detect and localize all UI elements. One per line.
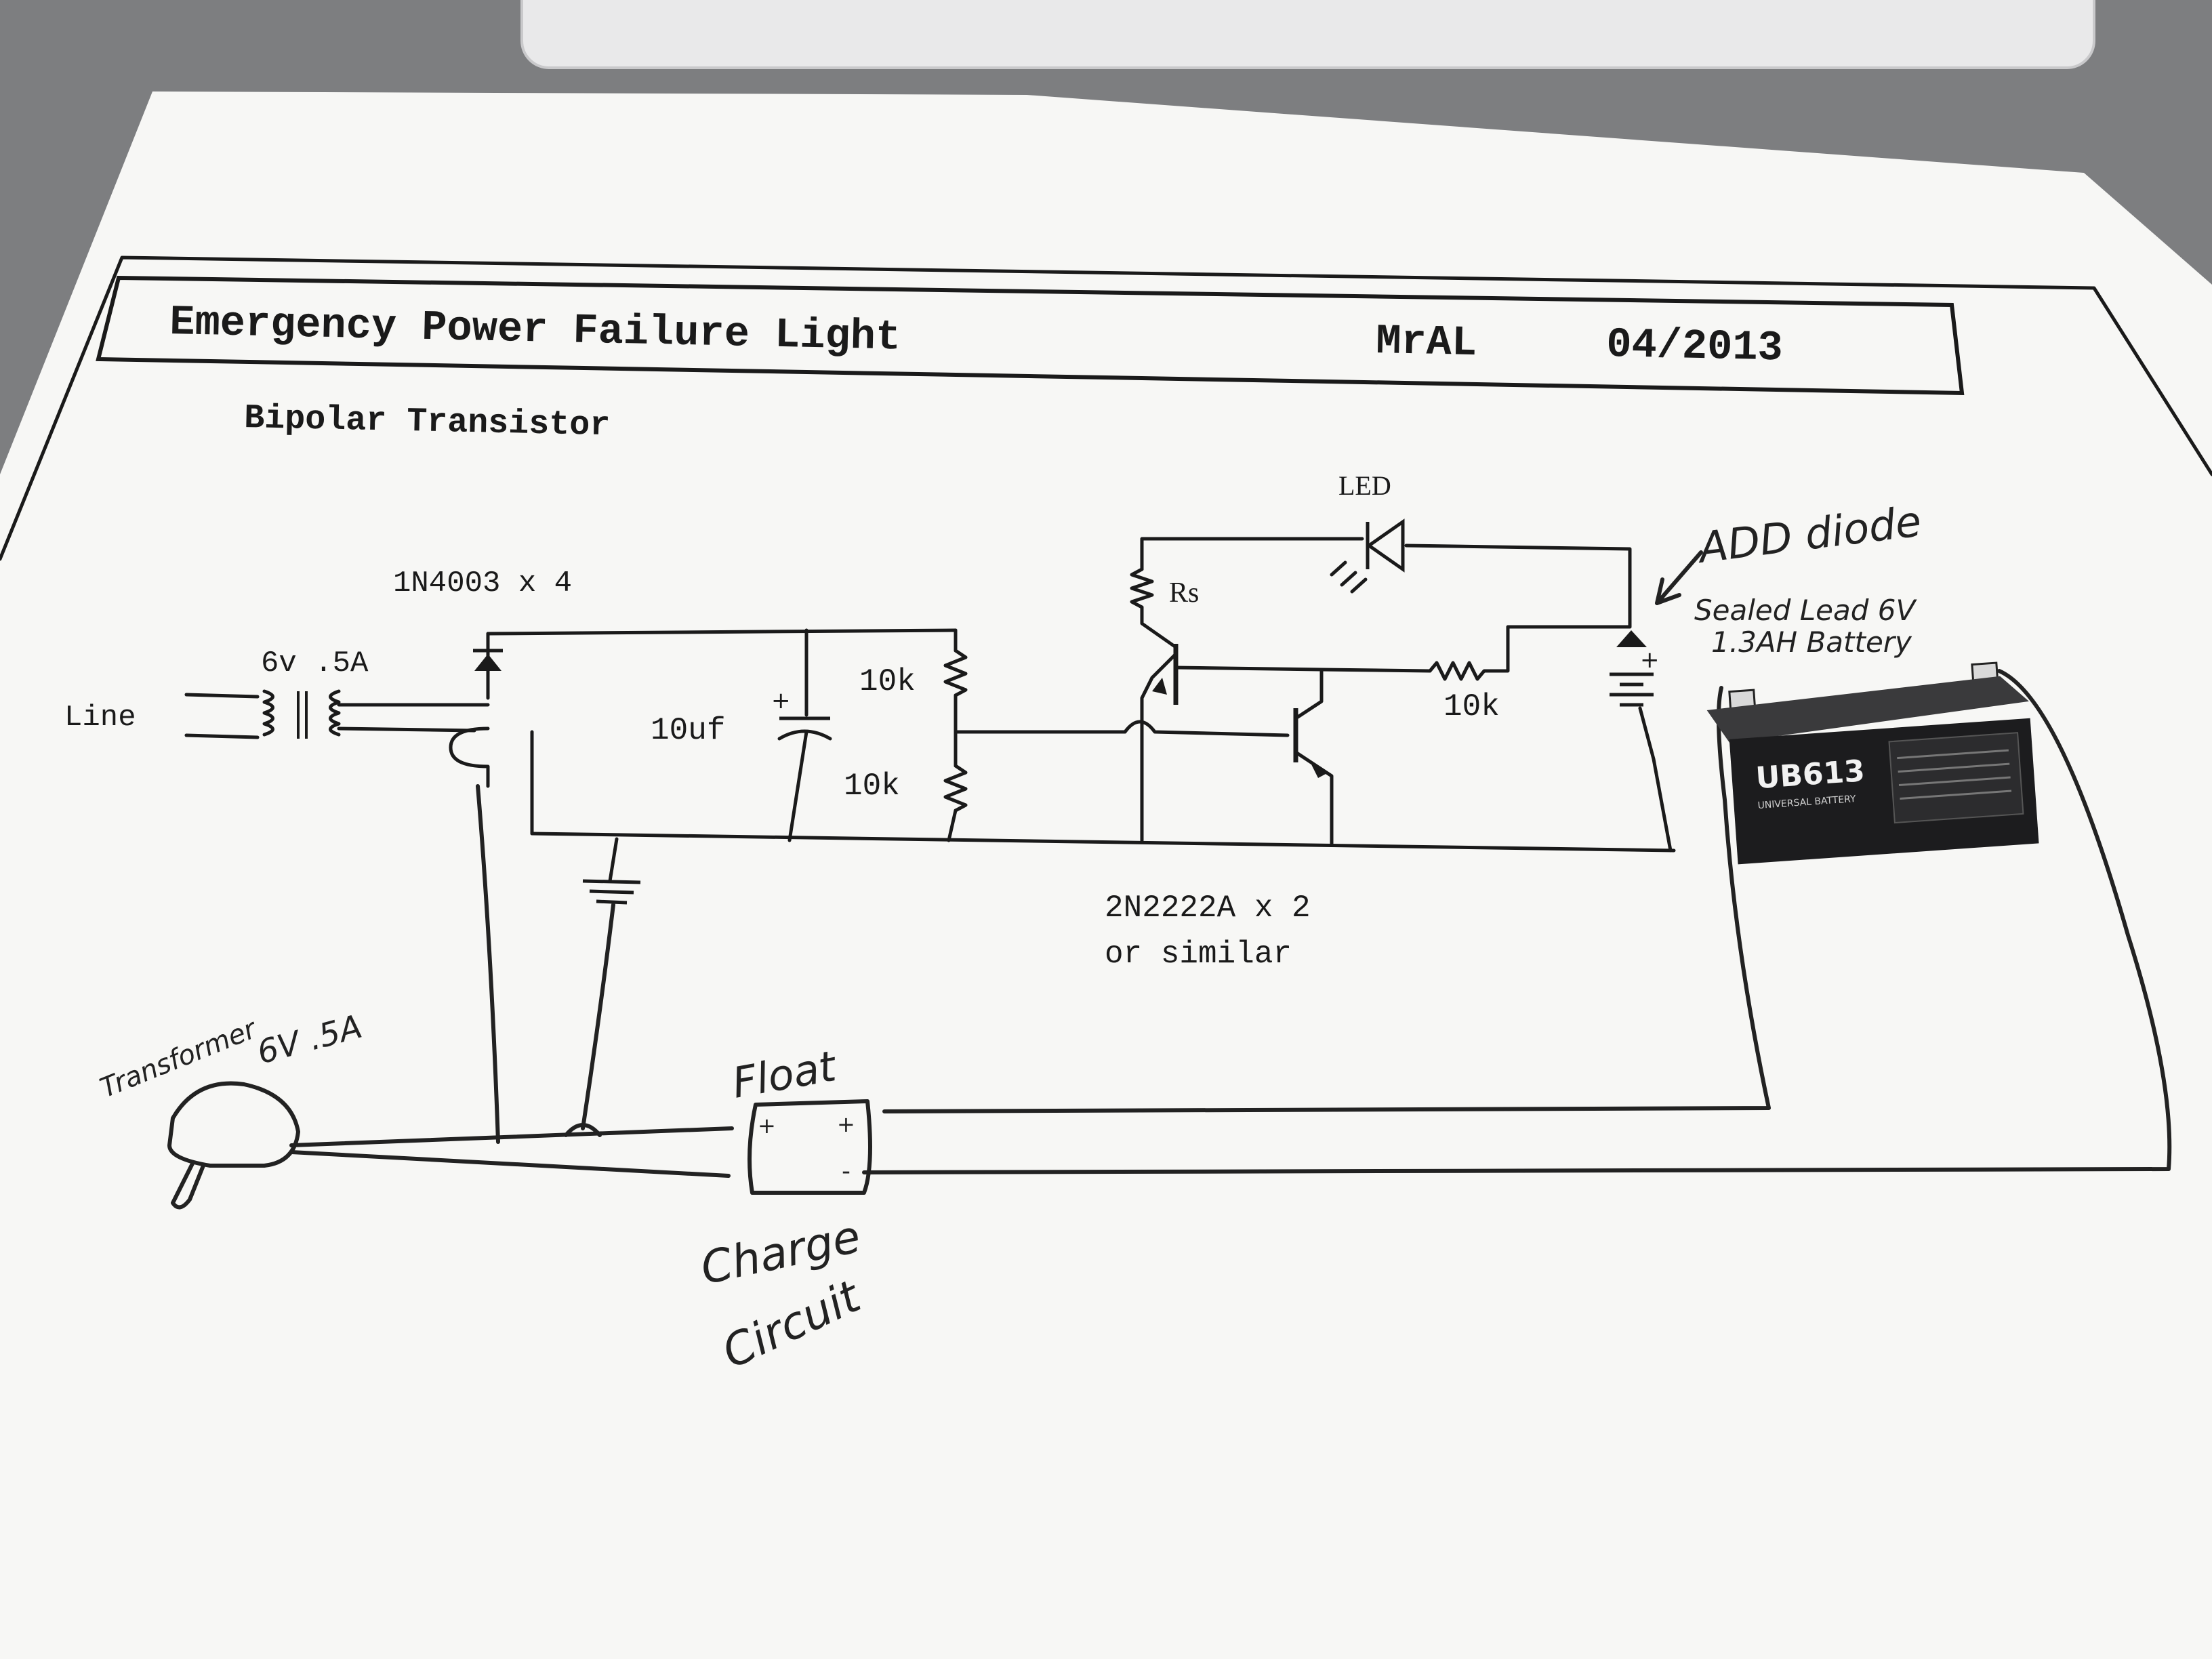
led-symbol: [1366, 518, 1405, 573]
hand-wire-transformer-top: [289, 1126, 734, 1147]
battery-spec-line-1: [1897, 749, 2009, 760]
transistor2-emitter: [1294, 750, 1334, 846]
capacitor-label: 10uf: [651, 713, 725, 748]
transistors-label-1: 2N2222A x 2: [1105, 890, 1311, 926]
ground-stem: [608, 837, 619, 883]
schematic: 1N4003 x 4 6v .5A Line + 10uf 10k 10k: [64, 470, 1676, 972]
transformer-out-bottom: [337, 726, 476, 733]
line-label: Line: [64, 701, 136, 735]
ground-bar-3: [596, 899, 628, 905]
battery-top: [1706, 676, 2029, 743]
transformer-primary-coil: [262, 689, 274, 737]
divider-wire-bottom: [947, 808, 958, 842]
transformer-rating-label: 6v .5A: [261, 647, 369, 680]
transistor2-collector: [1294, 669, 1324, 720]
resistor-top: [943, 649, 968, 697]
resistor-base-label: 10k: [1443, 689, 1500, 724]
transistor1-collector: [1140, 652, 1178, 842]
top-rail: [486, 628, 958, 636]
author-text: MrAL: [1376, 317, 1477, 367]
hand-wire-transformer-bottom: [289, 1150, 731, 1178]
ground-bar-2: [589, 889, 634, 895]
rs-label: Rs: [1169, 577, 1199, 609]
ground-bar-1: [582, 879, 641, 884]
charge-circuit-box: [747, 1099, 872, 1195]
charge-plus-right: +: [837, 1111, 855, 1137]
battery-wire: [1638, 706, 1673, 853]
diodes-label: 1N4003 x 4: [393, 567, 572, 600]
battery-note-1: Sealed Lead 6V: [1694, 594, 1917, 627]
hand-wire-battery-neg: [862, 669, 2172, 1174]
hand-wire-ground: [581, 903, 615, 1130]
battery-plus: +: [1640, 647, 1660, 674]
cap-plus: +: [771, 687, 791, 714]
hand-wire-crossover: [564, 1123, 602, 1137]
led-label: LED: [1338, 470, 1391, 501]
transformer-symbol: [184, 689, 490, 739]
resistor-bottom-label: 10k: [844, 769, 900, 804]
battery-photo: UB613 UNIVERSAL BATTERY: [1706, 661, 2039, 865]
battery-spec-label: [1888, 732, 2024, 824]
transformer-line-in-bottom: [184, 733, 260, 739]
right-diode-symbol: [1616, 630, 1647, 647]
resistor-top-label: 10k: [859, 664, 916, 699]
charge-minus: -: [842, 1158, 851, 1185]
date-text: 04/2013: [1606, 321, 1784, 372]
resistor-bottom: [943, 764, 968, 813]
transistor1-emitter-arrow: [1152, 678, 1167, 695]
battery-spec-line-3: [1898, 776, 2011, 787]
transformer-line-in-top: [184, 693, 260, 699]
led-wire-right: [1404, 544, 1632, 629]
cap-plate-bottom: [777, 729, 832, 741]
charge-plus-left: +: [758, 1113, 776, 1139]
monitor-stand: [520, 0, 2095, 69]
transformer-secondary-coil: [329, 689, 341, 737]
rs-wire: [1140, 605, 1178, 649]
add-diode-arrow: [1655, 550, 1703, 605]
battery-brand: UB613: [1755, 754, 1866, 796]
resistor-rs: [1130, 567, 1154, 609]
title-box: [96, 275, 1965, 396]
wall-plug-prong: [171, 1160, 205, 1210]
battery-spec-line-4: [1900, 790, 2012, 800]
resistor-base: [1428, 625, 1632, 681]
battery-note-2: 1.3AH Battery: [1711, 626, 1912, 659]
paper-sheet: [0, 91, 2212, 1659]
led-rays: [1330, 560, 1368, 594]
bridge-diode-symbol: [474, 654, 501, 671]
transistors-label-2: or similar: [1105, 937, 1292, 972]
battery-spec-line-2: [1898, 762, 2010, 773]
subtitle-text: Bipolar Transistor: [244, 399, 611, 445]
cap-wire-bottom: [787, 730, 808, 842]
transistor2-emitter-arrow: [1311, 764, 1328, 778]
led-wire-left: [1140, 537, 1364, 571]
ground-rail: [530, 832, 1676, 853]
page-border: [0, 255, 2212, 561]
hand-wire-bridge: [476, 784, 500, 1144]
